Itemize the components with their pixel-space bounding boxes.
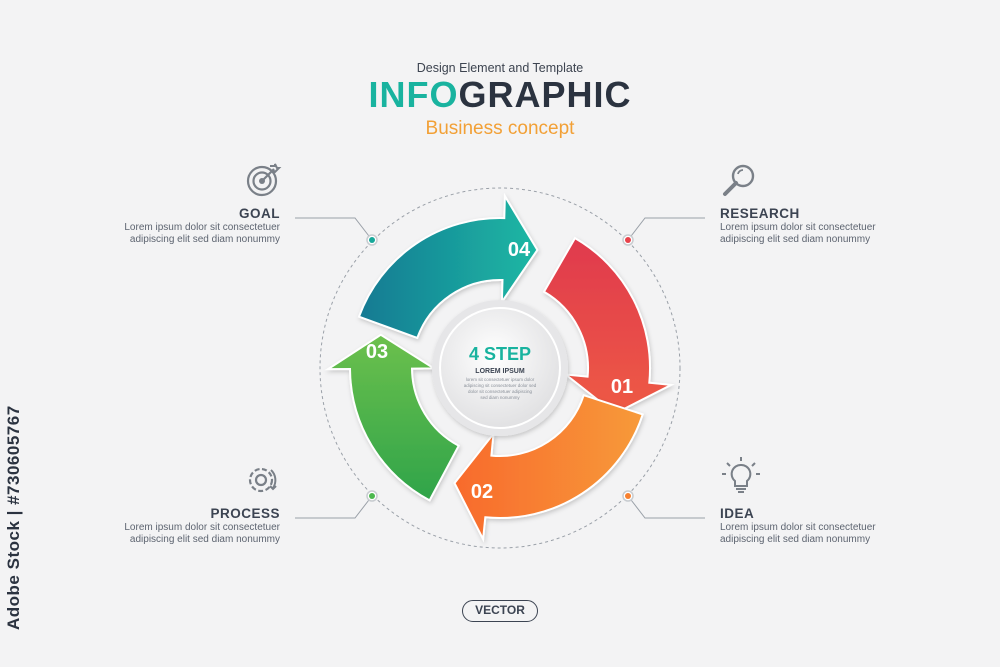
step-number-04: 04 <box>508 239 531 261</box>
vector-badge: VECTOR <box>462 600 538 622</box>
step-number-03: 03 <box>366 341 388 363</box>
step-desc-line: Lorem ipsum dolor sit consectetuer <box>720 222 876 233</box>
step-desc-process: Lorem ipsum dolor sit consectetuer adipi… <box>80 522 280 546</box>
center-subtitle: LOREM IPSUM <box>475 368 525 375</box>
step-desc-goal: Lorem ipsum dolor sit consectetuer adipi… <box>80 222 280 246</box>
step-desc-line: adipiscing elit sed diam nonummy <box>129 534 280 545</box>
step-title-goal: GOAL <box>239 206 280 221</box>
step-desc-line: Lorem ipsum dolor sit consectetuer <box>124 222 280 233</box>
step-desc-line: adipiscing elit sed diam nonummy <box>720 234 871 245</box>
header-title: INFOGRAPHIC <box>0 74 1000 116</box>
center-disc <box>439 307 561 429</box>
arrow-01-red <box>542 236 675 415</box>
outer-dashed-ring <box>319 187 681 549</box>
step-title-process: PROCESS <box>210 506 280 521</box>
step-desc-line: Lorem ipsum dolor sit consectetuer <box>720 522 876 533</box>
arrow-04-teal <box>357 192 539 340</box>
step-desc-line: Lorem ipsum dolor sit consectetuer <box>124 522 280 533</box>
connector-research <box>627 217 705 241</box>
lightbulb-icon <box>719 455 760 495</box>
arrow-02-orange <box>453 393 644 543</box>
dot-goal <box>369 237 375 243</box>
arrow-group <box>324 192 675 543</box>
target-icon <box>243 160 283 200</box>
step-number-02: 02 <box>471 481 493 503</box>
center-title: 4 STEP <box>469 344 531 364</box>
dot-process <box>369 493 375 499</box>
stock-watermark: Adobe Stock | #730605767 <box>4 405 23 630</box>
connector-goal <box>295 217 373 241</box>
magnifier-icon <box>719 160 759 200</box>
header-subtitle: Business concept <box>425 118 575 139</box>
center-fine-line: dolor sit consectetuer adipiscing <box>468 389 533 394</box>
step-desc-line: adipiscing elit sed diam nonummy <box>720 534 871 545</box>
gear-icon <box>243 460 283 500</box>
header-title-rest: GRAPHIC <box>458 74 632 115</box>
arrow-03-green <box>324 333 461 502</box>
step-title-research: RESEARCH <box>720 206 800 221</box>
center-fine-line: adipiscing sit consectetuer dolor sed <box>464 383 537 388</box>
step-desc-line: adipiscing elit sed diam nonummy <box>129 234 280 245</box>
step-desc-idea: Lorem ipsum dolor sit consectetuer adipi… <box>720 522 920 546</box>
step-title-idea: IDEA <box>720 506 755 521</box>
connector-idea <box>627 495 705 519</box>
header-small-title: Design Element and Template <box>416 61 584 75</box>
header-title-accent: INFO <box>368 74 459 115</box>
dot-idea <box>625 493 631 499</box>
connector-process <box>295 495 373 519</box>
center-fine-line: sed diam nonummy <box>480 395 520 400</box>
dot-research <box>625 237 631 243</box>
center-fine-line: lorem sit consectetuer ipsum dolor <box>466 377 535 382</box>
step-desc-research: Lorem ipsum dolor sit consectetuer adipi… <box>720 222 920 246</box>
step-number-01: 01 <box>611 376 633 398</box>
